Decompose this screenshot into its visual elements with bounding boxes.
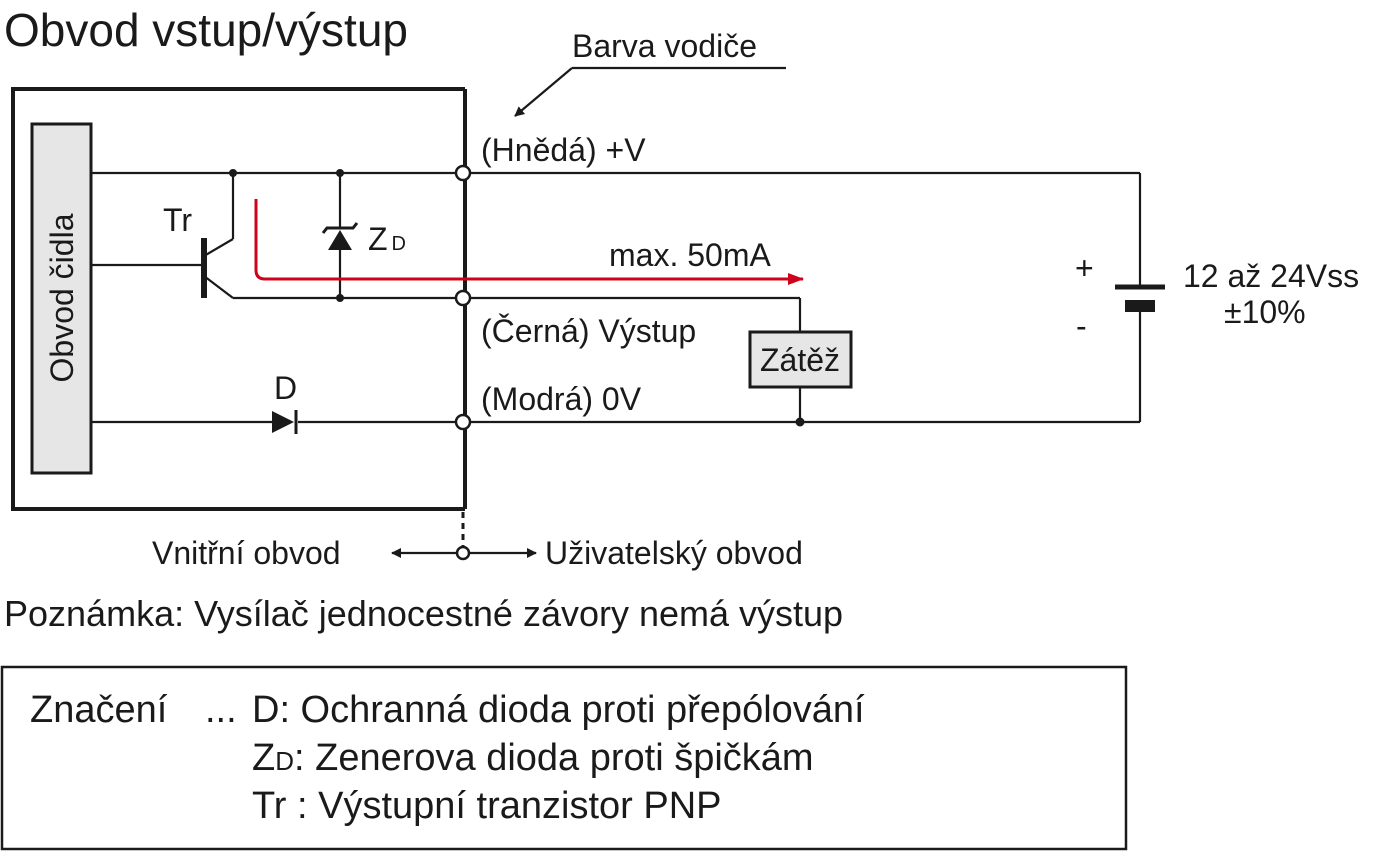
terminal-blue — [454, 413, 472, 431]
legend-line-diode: D: Ochranná dioda proti přepólování — [252, 689, 865, 731]
diode-label: D — [274, 370, 297, 406]
terminal-brown — [454, 164, 472, 182]
legend-line-zener: ZD: Zenerova dioda proti špičkám — [252, 737, 814, 779]
zener-label-subscript: D — [392, 233, 406, 255]
load-label: Zátěž — [760, 342, 840, 378]
load-box — [748, 330, 853, 389]
terminal-brown-label: (Hnědá) +V — [481, 132, 646, 168]
battery-minus-sign: - — [1076, 308, 1087, 344]
supply-tolerance-label: ±10% — [1224, 294, 1306, 330]
sensor-circuit-block — [30, 122, 93, 475]
terminal-blue-label: (Modrá) 0V — [481, 381, 642, 417]
protection-diode-symbol — [272, 411, 294, 433]
wire-color-label: Barva vodiče — [572, 28, 757, 64]
legend-zener-subscript: D — [275, 746, 294, 776]
current-path-arrow — [254, 199, 804, 285]
transistor-collector-lead — [203, 238, 234, 257]
battery-negative-plate — [1125, 300, 1155, 312]
legend-line-transistor: Tr : Výstupní tranzistor PNP — [252, 785, 722, 827]
boundary-node — [455, 545, 471, 561]
legend-heading: Značení — [30, 689, 168, 731]
note-text: Poznámka: Vysílač jednocestné závory nem… — [4, 593, 843, 634]
supply-voltage-label: 12 až 24Vss — [1183, 258, 1359, 294]
legend-box — [0, 665, 1128, 851]
battery-plus-sign: + — [1075, 250, 1094, 286]
inner-circuit-frame — [11, 87, 465, 511]
transistor-label: Tr — [163, 202, 192, 238]
sensor-circuit-label: Obvod čidla — [44, 213, 80, 382]
legend-dots: ... — [205, 689, 237, 731]
junction-dot — [795, 417, 805, 427]
diagram-title: Obvod vstup/výstup — [4, 4, 408, 56]
terminal-black-label: (Černá) Výstup — [481, 313, 696, 349]
user-circuit-label: Uživatelský obvod — [545, 535, 803, 571]
current-limit-label: max. 50mA — [609, 237, 771, 273]
zener-diode-bar — [321, 222, 359, 234]
wire-color-pointer — [514, 67, 573, 117]
zener-diode-symbol — [328, 230, 352, 250]
terminal-black — [454, 289, 472, 307]
transistor-emitter-lead — [203, 275, 234, 299]
inner-circuit-label: Vnitřní obvod — [152, 535, 341, 571]
